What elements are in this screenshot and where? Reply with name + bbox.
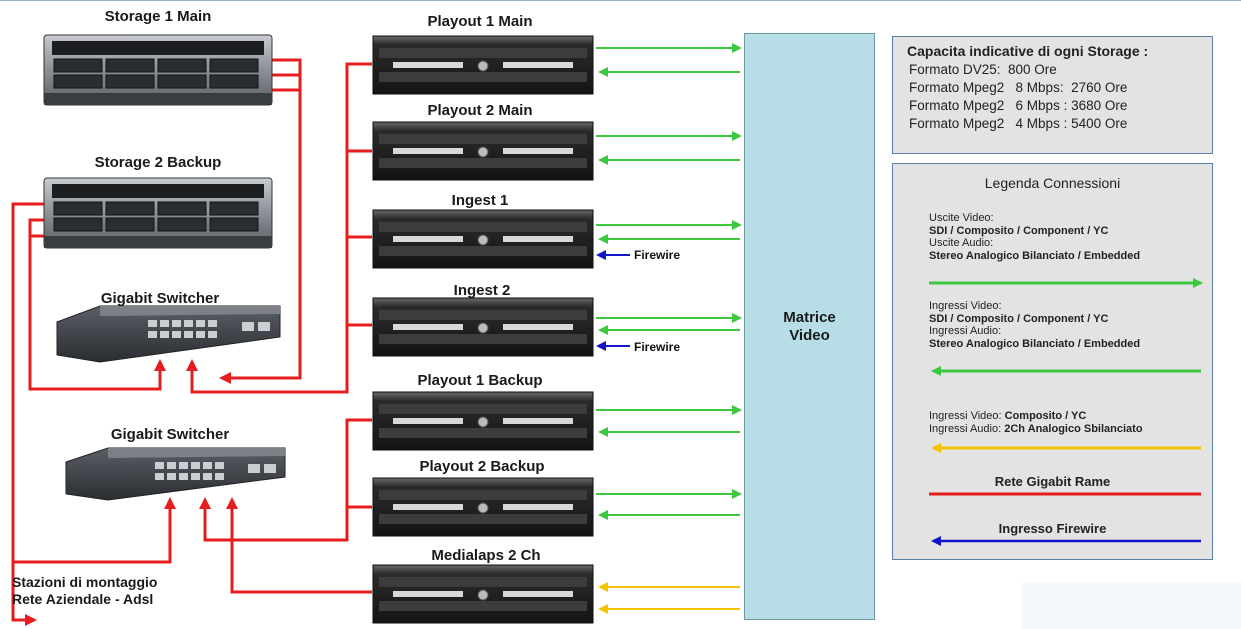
legend-in-video-label: Ingressi Video: bbox=[929, 300, 1002, 312]
playout-1-backup-rack bbox=[372, 391, 594, 451]
firewire-label-ingest-2: Firewire bbox=[634, 340, 681, 354]
switch-1-label: Gigabit Switcher bbox=[100, 290, 220, 307]
legend-in-audio-label: Ingressi Audio: bbox=[929, 325, 1002, 337]
legend-out-video-label: Uscite Video: bbox=[929, 212, 994, 224]
ingest-2-label: Ingest 2 bbox=[453, 282, 511, 299]
legend-lines bbox=[929, 278, 1203, 546]
switch-2-graphic bbox=[65, 447, 286, 501]
legend-firewire-label: Ingresso Firewire bbox=[998, 521, 1107, 536]
storage-main-graphic bbox=[43, 34, 273, 106]
switch-1-graphic bbox=[56, 305, 281, 363]
legend-gigabit-label: Rete Gigabit Rame bbox=[994, 474, 1111, 489]
stations-label: Stazioni di montaggio Rete Aziendale - A… bbox=[12, 574, 157, 608]
legend-inputs: Ingressi Video: SDI / Composito / Compon… bbox=[929, 300, 1140, 350]
switch-2-label: Gigabit Switcher bbox=[110, 426, 230, 443]
ingest-1-label: Ingest 1 bbox=[451, 192, 509, 209]
video-matrix: Matrice Video bbox=[744, 33, 875, 620]
legend-medialaps-video: Ingressi Video: Composito / YC bbox=[929, 410, 1087, 422]
capacity-line-dv25: Formato DV25: 800 Ore bbox=[909, 62, 1057, 77]
blank-corner-area bbox=[1022, 582, 1241, 629]
connection-arrows bbox=[596, 43, 742, 614]
legend-medialaps-audio: Ingressi Audio: 2Ch Analogico Sbilanciat… bbox=[929, 422, 1143, 435]
legend-out-video-value: SDI / Composito / Component / YC bbox=[929, 224, 1109, 237]
medialaps-rack bbox=[372, 564, 594, 624]
capacity-line-mpeg2-4: Formato Mpeg2 4 Mbps : 5400 Ore bbox=[909, 116, 1128, 131]
storage-main-label: Storage 1 Main bbox=[104, 8, 212, 25]
ingest-2-rack bbox=[372, 297, 594, 357]
ingest-1-rack bbox=[372, 209, 594, 269]
playout-2-backup-rack bbox=[372, 477, 594, 537]
playout-2-main-label: Playout 2 Main bbox=[427, 102, 533, 119]
playout-1-main-label: Playout 1 Main bbox=[427, 13, 533, 30]
playout-2-main-rack bbox=[372, 121, 594, 181]
legend-outputs: Uscite Video: SDI / Composito / Componen… bbox=[929, 212, 1140, 262]
firewire-label-ingest-1: Firewire bbox=[634, 248, 681, 262]
storage-capacity-box: Capacita indicative di ogni Storage : Fo… bbox=[892, 36, 1213, 154]
legend-box: Legenda Connessioni Uscite Video: SDI / … bbox=[892, 163, 1213, 560]
legend-out-audio-label: Uscite Audio: bbox=[929, 237, 994, 249]
playout-2-backup-label: Playout 2 Backup bbox=[419, 458, 545, 475]
legend-in-video-value: SDI / Composito / Component / YC bbox=[929, 312, 1109, 325]
capacity-title: Capacita indicative di ogni Storage : bbox=[907, 43, 1149, 59]
legend-title: Legenda Connessioni bbox=[984, 175, 1121, 191]
stations-line-2: Rete Aziendale - Adsl bbox=[12, 591, 154, 607]
legend-out-audio-value: Stereo Analogico Bilanciato / Embedded bbox=[929, 249, 1141, 262]
storage-backup-label: Storage 2 Backup bbox=[94, 154, 222, 171]
capacity-line-mpeg2-6: Formato Mpeg2 6 Mbps : 3680 Ore bbox=[909, 98, 1128, 113]
storage-backup-graphic bbox=[43, 177, 273, 249]
capacity-line-mpeg2-8: Formato Mpeg2 8 Mbps: 2760 Ore bbox=[909, 80, 1128, 95]
gigabit-network-lines bbox=[11, 58, 372, 626]
stations-line-1: Stazioni di montaggio bbox=[12, 574, 158, 590]
legend-in-audio-value: Stereo Analogico Bilanciato / Embedded bbox=[929, 337, 1141, 350]
matrix-line-1: Matrice bbox=[783, 308, 836, 326]
medialaps-label: Medialaps 2 Ch bbox=[431, 547, 541, 564]
playout-1-main-rack bbox=[372, 35, 594, 95]
matrix-line-2: Video bbox=[789, 326, 830, 344]
legend-medialaps-inputs: Ingressi Video: Composito / YC Ingressi … bbox=[929, 410, 1143, 435]
top-border-line bbox=[0, 0, 1241, 1]
server-racks bbox=[372, 35, 594, 624]
playout-1-backup-label: Playout 1 Backup bbox=[417, 372, 543, 389]
